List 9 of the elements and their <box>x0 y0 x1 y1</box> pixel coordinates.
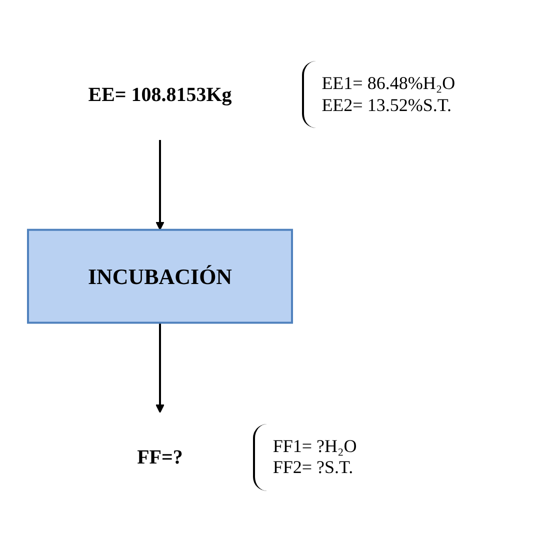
node-box <box>27 228 293 324</box>
node-text: FF=? <box>137 446 183 468</box>
composition-note: FF2= ?S.T. <box>272 457 354 480</box>
arrow <box>156 322 164 413</box>
composition-note: EE2= 13.52%S.T. <box>322 94 452 116</box>
node-text: EE= 108.8153Kg <box>88 84 232 106</box>
arrow <box>156 140 164 230</box>
composition-note: FF1= ?H₂O <box>272 436 357 458</box>
composition-note: EE1= 86.48%H₂O <box>322 73 456 95</box>
